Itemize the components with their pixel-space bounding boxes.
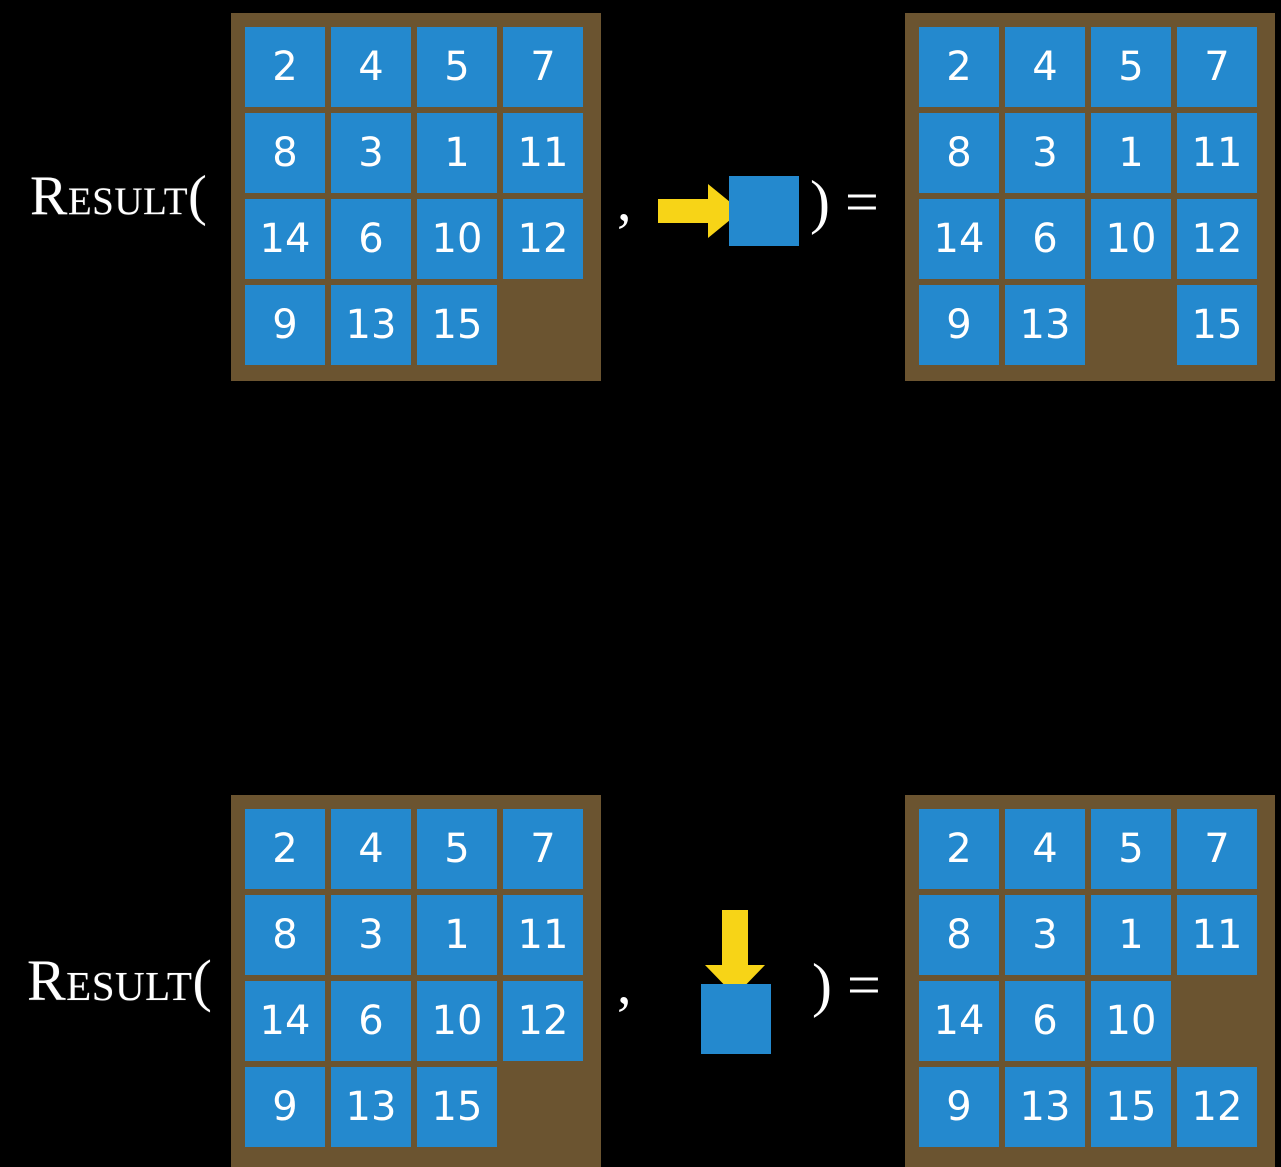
puzzle-tile[interactable]: 3 xyxy=(331,895,411,975)
puzzle-tile[interactable]: 14 xyxy=(245,199,325,279)
puzzle-tile[interactable]: 12 xyxy=(503,981,583,1061)
puzzle-tile[interactable]: 12 xyxy=(503,199,583,279)
puzzle-tile[interactable]: 2 xyxy=(919,27,999,107)
puzzle-tile[interactable]: 10 xyxy=(1091,199,1171,279)
result-label-row1: Result( xyxy=(30,165,208,227)
puzzle-tile[interactable]: 9 xyxy=(245,1067,325,1147)
puzzle-empty-cell xyxy=(503,285,583,365)
puzzle-tile[interactable]: 13 xyxy=(1005,1067,1085,1147)
result-label-row2: Result( xyxy=(27,948,213,1013)
move-square-row1 xyxy=(729,176,799,246)
arrow-right-icon xyxy=(658,184,741,238)
puzzle-tile[interactable]: 12 xyxy=(1177,199,1257,279)
puzzle-tile[interactable]: 11 xyxy=(503,113,583,193)
close-paren-equals-row1: ) = xyxy=(810,169,879,235)
puzzle-tile[interactable]: 6 xyxy=(1005,199,1085,279)
puzzle-tile[interactable]: 5 xyxy=(1091,27,1171,107)
puzzle-tile[interactable]: 6 xyxy=(1005,981,1085,1061)
comma-separator-row1: , xyxy=(617,168,632,233)
puzzle-tile[interactable]: 4 xyxy=(1005,809,1085,889)
puzzle-tile[interactable]: 7 xyxy=(1177,27,1257,107)
puzzle-tile[interactable]: 11 xyxy=(503,895,583,975)
puzzle-tile[interactable]: 2 xyxy=(245,27,325,107)
puzzle-empty-cell xyxy=(1177,981,1257,1061)
puzzle-tile[interactable]: 15 xyxy=(417,285,497,365)
puzzle-tile[interactable]: 8 xyxy=(919,113,999,193)
puzzle-empty-cell xyxy=(1091,285,1171,365)
puzzle-tile[interactable]: 9 xyxy=(245,285,325,365)
comma-separator-row2: , xyxy=(617,951,632,1016)
puzzle-tile[interactable]: 11 xyxy=(1177,895,1257,975)
puzzle-tile[interactable]: 5 xyxy=(417,27,497,107)
move-square-row2 xyxy=(701,984,771,1054)
puzzle-tile[interactable]: 11 xyxy=(1177,113,1257,193)
puzzle-tile[interactable]: 15 xyxy=(1177,285,1257,365)
puzzle-tile[interactable]: 6 xyxy=(331,981,411,1061)
puzzle-tile[interactable]: 1 xyxy=(417,113,497,193)
puzzle-tile[interactable]: 14 xyxy=(919,199,999,279)
puzzle-tile[interactable]: 4 xyxy=(1005,27,1085,107)
puzzle-tile[interactable]: 3 xyxy=(331,113,411,193)
puzzle-tile[interactable]: 10 xyxy=(417,981,497,1061)
puzzle-tile[interactable]: 1 xyxy=(1091,113,1171,193)
puzzle-tile[interactable]: 8 xyxy=(919,895,999,975)
puzzle-tile[interactable]: 9 xyxy=(919,285,999,365)
puzzle-tile[interactable]: 8 xyxy=(245,895,325,975)
puzzle-tile[interactable]: 6 xyxy=(331,199,411,279)
puzzle-tile[interactable]: 15 xyxy=(1091,1067,1171,1147)
puzzle-tile[interactable]: 4 xyxy=(331,809,411,889)
puzzle-tile[interactable]: 3 xyxy=(1005,895,1085,975)
puzzle-tile[interactable]: 10 xyxy=(417,199,497,279)
puzzle-tile[interactable]: 4 xyxy=(331,27,411,107)
puzzle-tile[interactable]: 14 xyxy=(245,981,325,1061)
puzzle-tile[interactable]: 1 xyxy=(417,895,497,975)
puzzle-tile[interactable]: 13 xyxy=(331,1067,411,1147)
puzzle-tile[interactable]: 14 xyxy=(919,981,999,1061)
puzzle-tile[interactable]: 3 xyxy=(1005,113,1085,193)
puzzle-tile[interactable]: 13 xyxy=(1005,285,1085,365)
puzzle-tile[interactable]: 2 xyxy=(919,809,999,889)
puzzle-tile[interactable]: 12 xyxy=(1177,1067,1257,1147)
close-paren-equals-row2: ) = xyxy=(812,952,881,1018)
puzzle-tile[interactable]: 7 xyxy=(503,27,583,107)
puzzle-tile[interactable]: 7 xyxy=(1177,809,1257,889)
puzzle-tile[interactable]: 2 xyxy=(245,809,325,889)
puzzle-tile[interactable]: 10 xyxy=(1091,981,1171,1061)
puzzle-tile[interactable]: 5 xyxy=(1091,809,1171,889)
puzzle-tile[interactable]: 7 xyxy=(503,809,583,889)
puzzle-tile[interactable]: 5 xyxy=(417,809,497,889)
puzzle-tile[interactable]: 1 xyxy=(1091,895,1171,975)
puzzle-empty-cell xyxy=(503,1067,583,1147)
puzzle-tile[interactable]: 9 xyxy=(919,1067,999,1147)
puzzle-tile[interactable]: 15 xyxy=(417,1067,497,1147)
puzzle-tile[interactable]: 13 xyxy=(331,285,411,365)
puzzle-tile[interactable]: 8 xyxy=(245,113,325,193)
